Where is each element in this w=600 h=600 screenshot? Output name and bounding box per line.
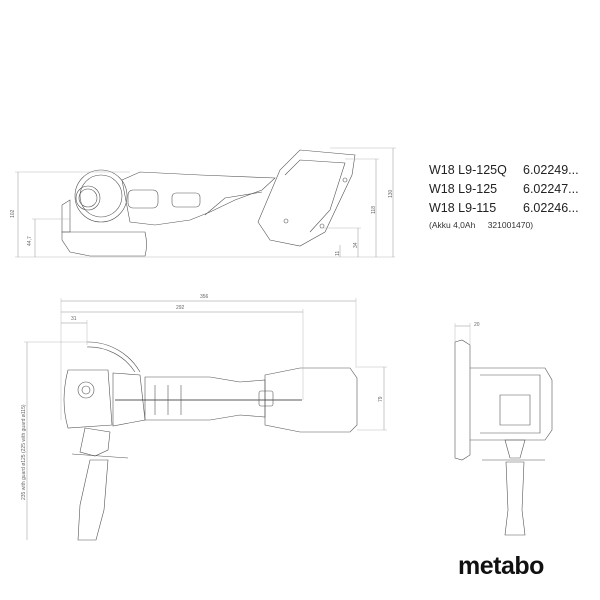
dim-102: 102 (10, 209, 16, 218)
battery-label: (Akku 4,0Ah (429, 220, 476, 230)
front-view (454, 339, 553, 536)
dim-11: 11 (335, 251, 341, 256)
order-number: 6.02249... (523, 163, 579, 177)
model-name: W18 L9-125Q (429, 163, 507, 177)
side-view (15, 149, 395, 258)
top-view-dimensions: 356 292 31 235 with guard ø125 (225 with… (21, 294, 387, 540)
battery-part-number: 321001470) (487, 220, 534, 230)
model-name: W18 L9-125 (429, 182, 498, 196)
dim-130: 130 (388, 189, 394, 198)
dim-235: 235 with guard ø125 (225 with guard ø115… (21, 404, 27, 500)
brand-logo: metabo (458, 552, 544, 580)
front-view-dimensions: 20 (454, 322, 480, 345)
model-name: W18 L9-115 (429, 201, 497, 215)
order-number: 6.02247... (523, 182, 579, 196)
dim-292: 292 (176, 305, 185, 311)
dim-44-7: 44,7 (27, 236, 33, 246)
battery-note: (Akku 4,0Ah 321001470) (429, 220, 533, 230)
dim-356: 356 (200, 294, 209, 300)
dim-79: 79 (378, 396, 384, 402)
dim-34: 34 (353, 242, 359, 248)
dim-20: 20 (474, 322, 480, 328)
dim-31: 31 (71, 316, 77, 322)
dim-118: 118 (371, 206, 377, 214)
top-view (63, 341, 358, 541)
order-number: 6.02246... (523, 201, 579, 215)
side-view-dimensions: 102 44,7 130 118 34 11 (10, 147, 396, 257)
